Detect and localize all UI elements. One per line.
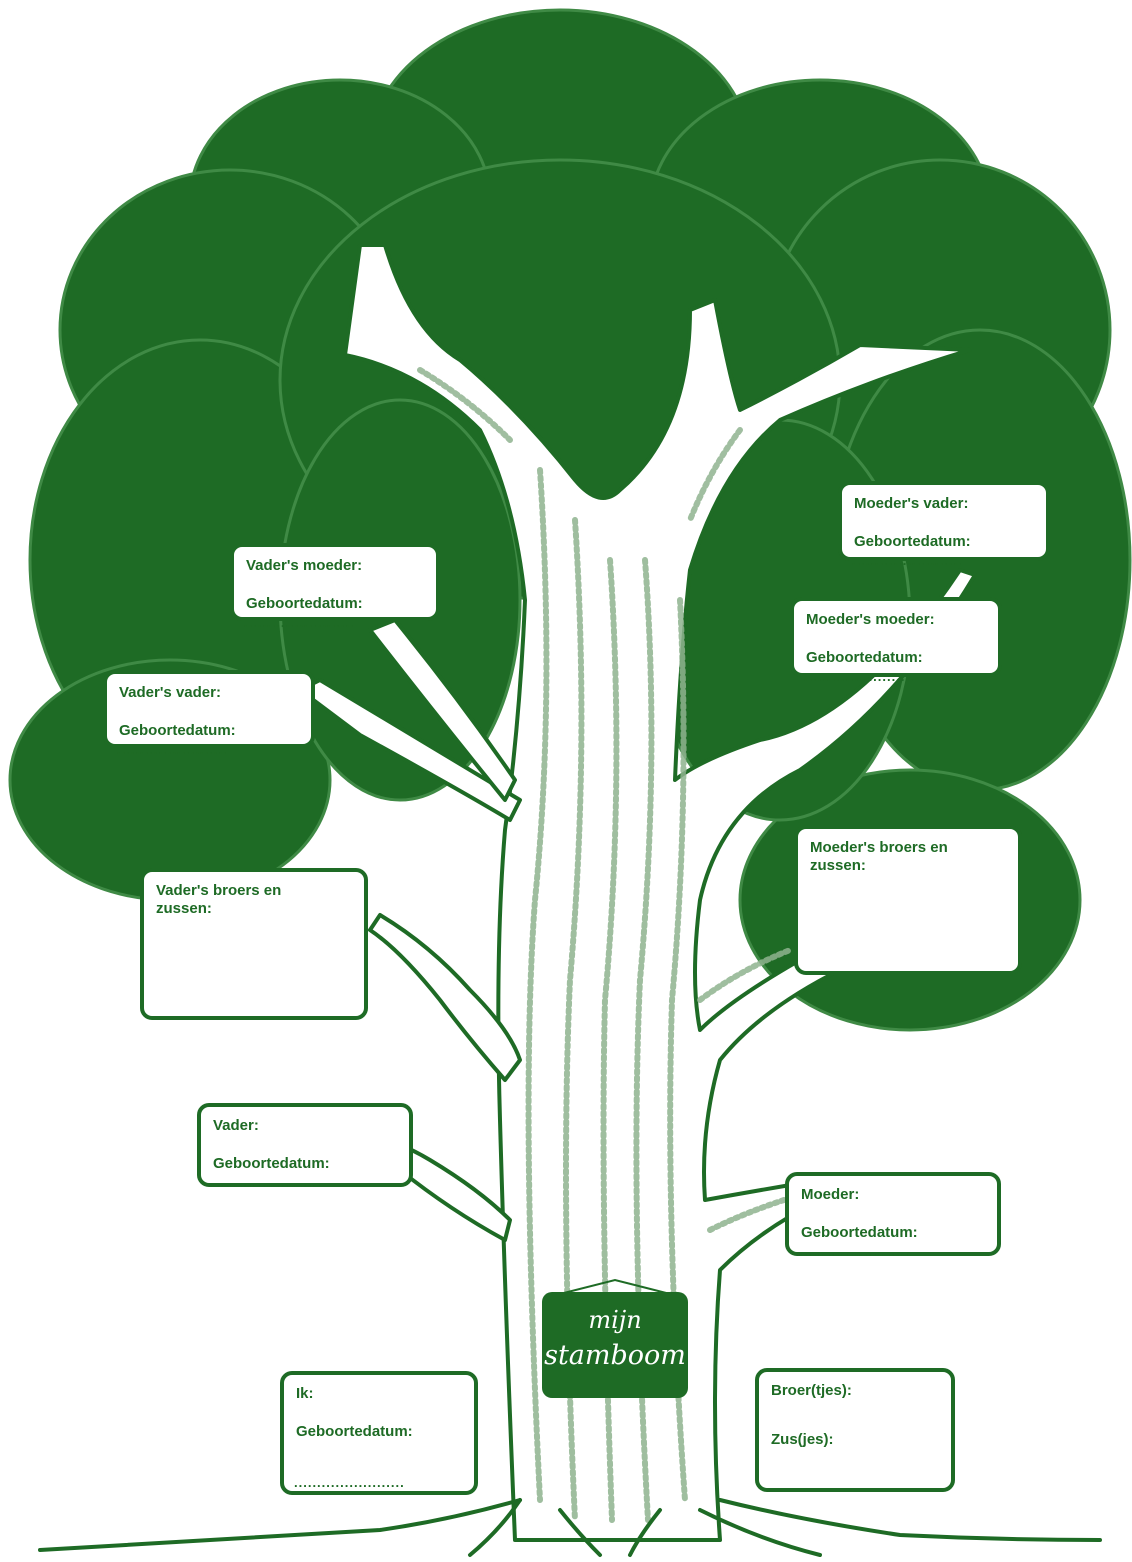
ik-label: Ik: — [296, 1385, 314, 1402]
vaders-broers-box: Vader's broers en zussen: — [140, 868, 368, 1020]
sign-line-1: mijn — [588, 1306, 642, 1334]
date-dotted-line: ........................ — [117, 742, 228, 757]
geboortedatum-label: Geboortedatum: — [246, 595, 363, 612]
moeders-broers-box: Moeder's broers en zussen: — [794, 825, 1022, 975]
moeders-vader-label: Moeder's vader: — [854, 495, 969, 512]
moeders-moeder-box: Moeder's moeder: Geboortedatum: ........… — [790, 597, 1002, 684]
geboortedatum-label: Geboortedatum: — [801, 1224, 918, 1241]
date-dotted-line: ........................ — [799, 1244, 910, 1259]
vaders-vader-box: Vader's vader: Geboortedatum: ..........… — [103, 670, 315, 757]
moeders-vader-box: Moeder's vader: Geboortedatum: .........… — [838, 481, 1050, 568]
vaders-broers-label-2: zussen: — [156, 900, 212, 917]
tree-roots — [38, 1498, 1102, 1557]
vaders-moeder-box: Vader's moeder: Geboortedatum: .........… — [230, 543, 440, 630]
vaders-moeder-label: Vader's moeder: — [246, 557, 363, 574]
vader-label: Vader: — [213, 1117, 259, 1134]
moeder-label: Moeder: — [801, 1186, 860, 1203]
sign-string — [551, 1278, 679, 1296]
date-dotted-line: ........................ — [852, 553, 963, 568]
sign-line-2: stamboom — [544, 1340, 686, 1371]
geboortedatum-label: Geboortedatum: — [806, 649, 923, 666]
date-dotted-line: ........................ — [804, 669, 915, 684]
geboortedatum-label: Geboortedatum: — [213, 1155, 330, 1172]
tree-trunk — [298, 243, 977, 1542]
broertjes-label: Broer(tjes): — [771, 1382, 852, 1399]
moeders-broers-label: Moeder's broers en — [810, 839, 948, 856]
vaders-broers-label: Vader's broers en — [156, 882, 282, 899]
ik-box: Ik: Geboortedatum: .....................… — [280, 1371, 478, 1495]
date-dotted-line: ........................ — [211, 1175, 322, 1190]
vader-box: Vader: Geboortedatum: ..................… — [197, 1103, 413, 1190]
geboortedatum-label: Geboortedatum: — [119, 722, 236, 739]
moeders-moeder-label: Moeder's moeder: — [806, 611, 935, 628]
geboortedatum-label: Geboortedatum: — [854, 533, 971, 550]
geboortedatum-label: Geboortedatum: — [296, 1423, 413, 1440]
vaders-vader-label: Vader's vader: — [119, 684, 221, 701]
mijn-stamboom-sign: mijn stamboom — [542, 1292, 688, 1398]
moeder-box: Moeder: Geboortedatum: .................… — [785, 1172, 1001, 1259]
broertjes-box: Broer(tjes): Zus(jes): — [755, 1368, 955, 1492]
date-dotted-line: ........................ — [244, 615, 355, 630]
moeders-broers-label-2: zussen: — [810, 857, 866, 874]
zusjes-label: Zus(jes): — [771, 1431, 834, 1448]
date-dotted-line: ........................ — [294, 1475, 405, 1490]
